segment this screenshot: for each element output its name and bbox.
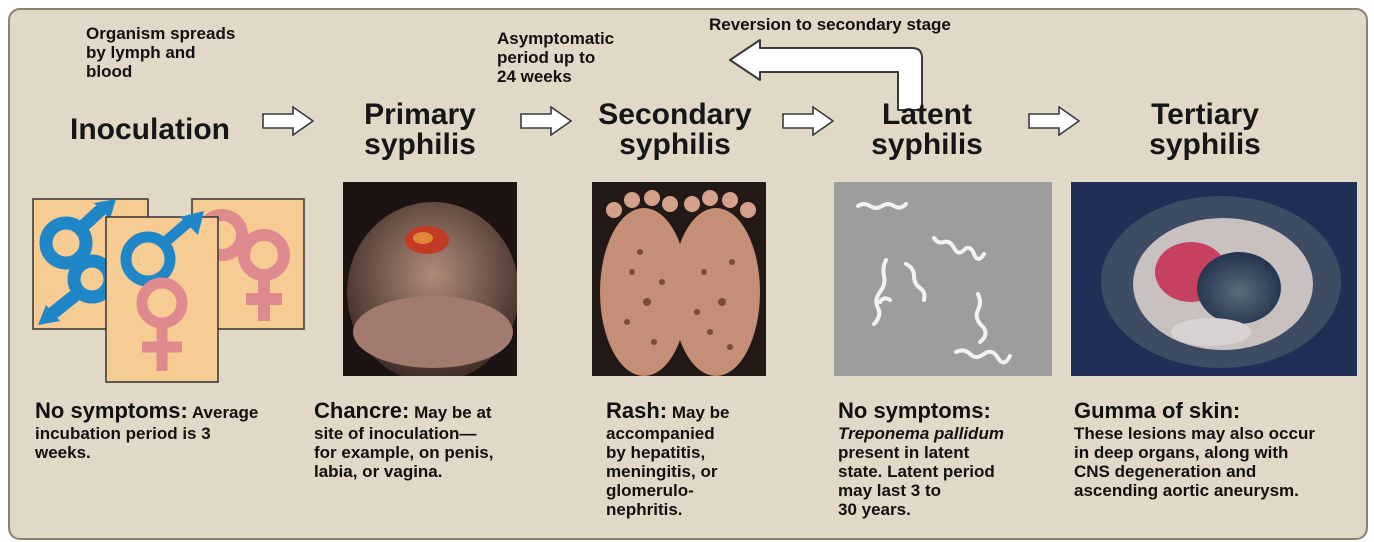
caption-inoculation: No symptoms: Average incubation period i… xyxy=(35,398,290,462)
right-arrow-icon xyxy=(262,106,314,136)
right-arrow-icon xyxy=(520,106,572,136)
caption-latent: No symptoms: Treponema pallidum present … xyxy=(838,398,1048,519)
right-arrow-icon xyxy=(782,106,834,136)
latent-treponema-photo xyxy=(834,182,1052,376)
caption-secondary: Rash: May be accompanied by hepatitis, m… xyxy=(606,398,786,519)
note-reversion: Reversion to secondary stage xyxy=(709,15,951,34)
inoculation-illustration xyxy=(32,195,308,385)
secondary-rash-photo xyxy=(592,182,766,376)
stage-title-inoculation: Inoculation xyxy=(50,115,250,145)
primary-chancre-photo xyxy=(343,182,517,376)
caption-tertiary: Gumma of skin: These lesions may also oc… xyxy=(1074,398,1366,500)
caption-primary: Chancre: May be at site of inoculation— … xyxy=(314,398,544,481)
tertiary-gumma-photo xyxy=(1071,182,1357,376)
right-arrow-icon xyxy=(1028,106,1080,136)
